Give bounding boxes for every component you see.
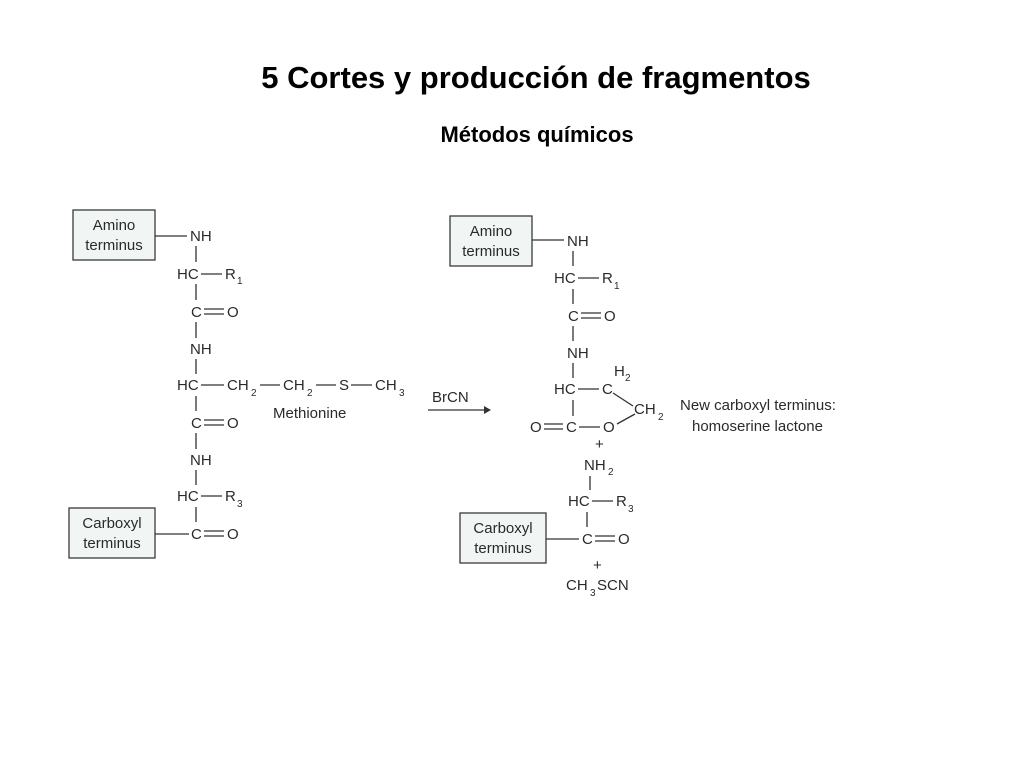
subscript: 3 — [628, 504, 634, 515]
annotation-line1: New carboxyl terminus: — [680, 397, 836, 414]
atom-nh2: NH — [584, 457, 606, 474]
atom-ch3: CH — [375, 377, 397, 394]
left-carboxyl-label-line2: terminus — [83, 535, 141, 552]
right-carboxyl-label-line1: Carboxyl — [473, 520, 532, 537]
atom-nh: NH — [567, 345, 589, 362]
annotation-line2: homoserine lactone — [692, 418, 823, 435]
atom-c: C — [582, 531, 593, 548]
left-amino-label-line2: terminus — [85, 237, 143, 254]
right-amino-terminus-box — [449, 215, 533, 267]
atom-o-ring: O — [603, 419, 615, 436]
subscript: 3 — [237, 499, 243, 510]
atom-hc: HC — [177, 488, 199, 505]
subscript: 1 — [614, 281, 620, 292]
atom-o-exo: O — [530, 419, 542, 436]
subscript: 1 — [237, 276, 243, 287]
right-peptide-structure: Amino terminus NH HC R 1 C O NH HC H 2 C… — [449, 215, 836, 599]
atom-scn: SCN — [597, 577, 629, 594]
atom-c: C — [568, 308, 579, 325]
subscript: 2 — [658, 412, 664, 423]
atom-c-lactone: C — [566, 419, 577, 436]
left-peptide-structure: Amino terminus NH HC R 1 C O NH HC CH 2 … — [68, 209, 405, 559]
atom-ch2: CH — [227, 377, 249, 394]
subscript: 2 — [625, 373, 631, 384]
plus-sign: + — [593, 557, 602, 574]
left-carboxyl-terminus-box — [68, 507, 156, 559]
right-carboxyl-terminus-box — [459, 512, 547, 564]
atom-o: O — [604, 308, 616, 325]
atom-c: C — [191, 304, 202, 321]
arrow-head — [484, 406, 491, 414]
atom-hc: HC — [568, 493, 590, 510]
page-title: 5 Cortes y producción de fragmentos — [261, 60, 811, 95]
right-carboxyl-label-line2: terminus — [474, 540, 532, 557]
atom-c: C — [191, 415, 202, 432]
atom-nh: NH — [190, 341, 212, 358]
atom-hc: HC — [177, 377, 199, 394]
atom-ch2: CH — [283, 377, 305, 394]
subscript: 3 — [399, 388, 405, 399]
subscript: 2 — [307, 388, 313, 399]
ring-bond — [616, 413, 636, 425]
right-amino-label-line1: Amino — [470, 223, 513, 240]
methionine-label: Methionine — [273, 405, 346, 422]
ring-bond — [612, 392, 634, 407]
page-subtitle: Métodos químicos — [440, 122, 634, 147]
reaction-arrow: BrCN — [428, 389, 491, 414]
atom-h2: H — [614, 363, 625, 380]
atom-o: O — [227, 415, 239, 432]
reagent-label: BrCN — [432, 389, 469, 406]
atom-nh: NH — [567, 233, 589, 250]
atom-c: C — [191, 526, 202, 543]
atom-r: R — [225, 266, 236, 283]
subscript: 3 — [590, 588, 596, 599]
plus-sign: + — [595, 436, 604, 453]
atom-hc: HC — [177, 266, 199, 283]
atom-hc: HC — [554, 270, 576, 287]
atom-r: R — [602, 270, 613, 287]
atom-nh: NH — [190, 228, 212, 245]
atom-r: R — [225, 488, 236, 505]
atom-c-ring: C — [602, 381, 613, 398]
atom-s: S — [339, 377, 349, 394]
atom-r: R — [616, 493, 627, 510]
left-amino-terminus-box — [72, 209, 156, 261]
subscript: 2 — [251, 388, 257, 399]
atom-o: O — [227, 304, 239, 321]
atom-nh: NH — [190, 452, 212, 469]
atom-hc: HC — [554, 381, 576, 398]
subscript: 2 — [608, 467, 614, 478]
atom-o: O — [227, 526, 239, 543]
left-amino-label-line1: Amino — [93, 217, 136, 234]
atom-o: O — [618, 531, 630, 548]
atom-ch3: CH — [566, 577, 588, 594]
atom-ch2-ring: CH — [634, 401, 656, 418]
left-carboxyl-label-line1: Carboxyl — [82, 515, 141, 532]
right-amino-label-line2: terminus — [462, 243, 520, 260]
